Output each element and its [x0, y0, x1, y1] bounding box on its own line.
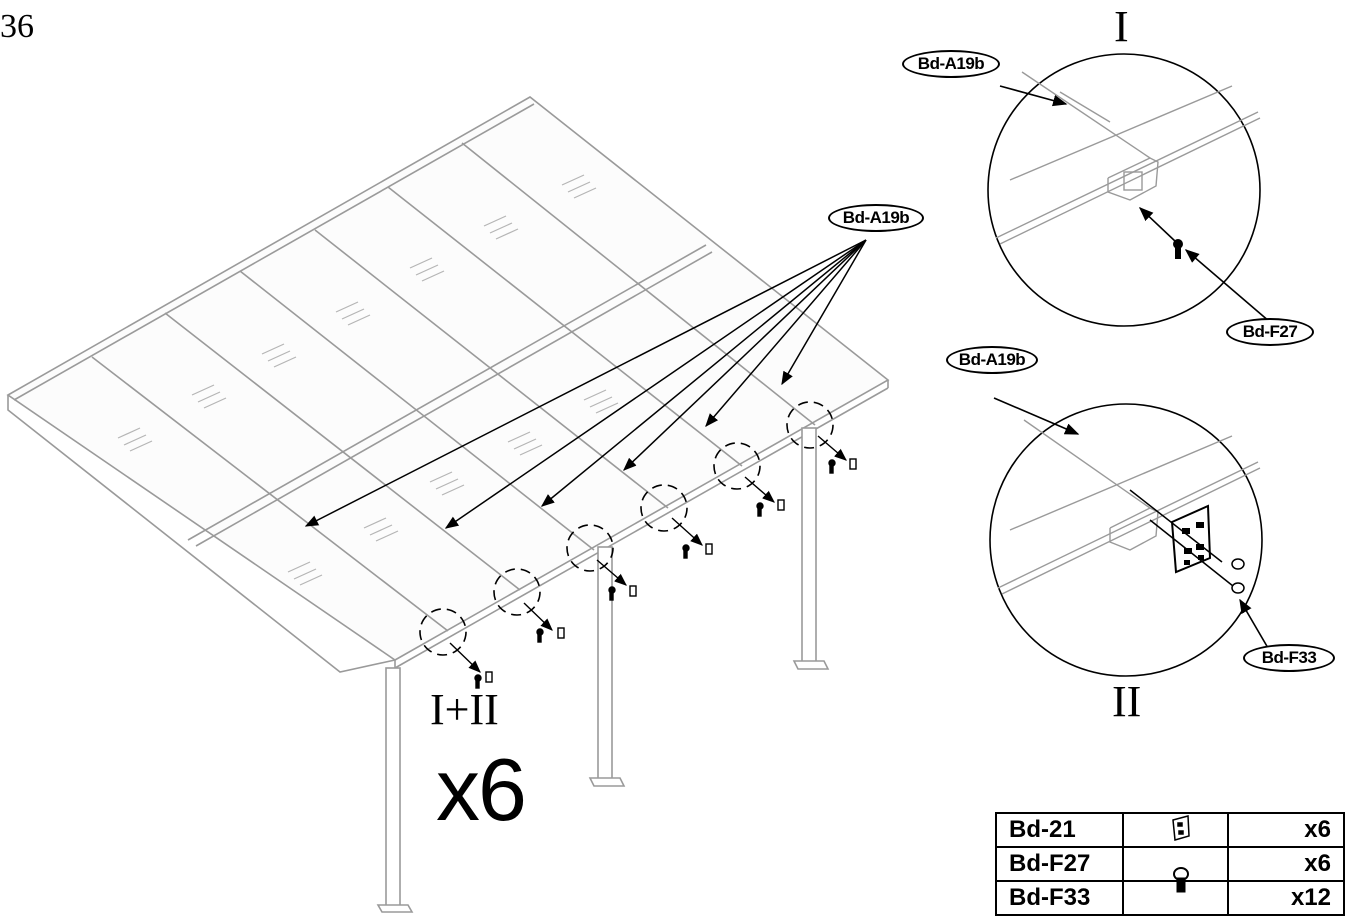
instruction-details: I+II: [430, 685, 499, 734]
callout-detail1-profile: Bd-A19b: [902, 50, 1000, 78]
detail-1-label: I: [1114, 2, 1129, 51]
part-code: Bd-F27: [995, 846, 1124, 882]
table-row: Bd-F33 x12: [995, 880, 1345, 916]
callout-main-profile: Bd-A19b: [828, 204, 924, 232]
callout-detail1-screw: Bd-F27: [1226, 318, 1314, 346]
callout-detail2-screw: Bd-F33: [1243, 644, 1335, 672]
detail-2-label: II: [1112, 677, 1142, 726]
part-qty: x6: [1227, 812, 1345, 848]
detail-2-view: [989, 397, 1269, 677]
part-icon-cell: [1121, 880, 1230, 916]
parts-table: Bd-21 x6 Bd-F27 x6 Bd-F33 x12: [995, 812, 1345, 916]
canopy-posts: [376, 427, 830, 913]
hardware-icons: [449, 435, 857, 689]
detail-1-view: [987, 53, 1271, 327]
part-qty: x6: [1227, 846, 1345, 882]
part-icon-cell: [1121, 846, 1230, 882]
part-code: Bd-21: [995, 812, 1124, 848]
page-number: 36: [0, 8, 34, 45]
part-code: Bd-F33: [995, 880, 1124, 916]
table-row: Bd-21 x6: [995, 812, 1345, 848]
callout-detail2-profile: Bd-A19b: [946, 346, 1038, 374]
callout-leaders: [304, 239, 867, 529]
part-icon-cell: [1121, 812, 1230, 848]
part-qty: x12: [1227, 880, 1345, 916]
canopy-roof: [6, 96, 890, 673]
table-row: Bd-F27 x6: [995, 846, 1345, 882]
detail-markers: [419, 401, 834, 656]
instruction-multiplier: x6: [436, 740, 527, 839]
